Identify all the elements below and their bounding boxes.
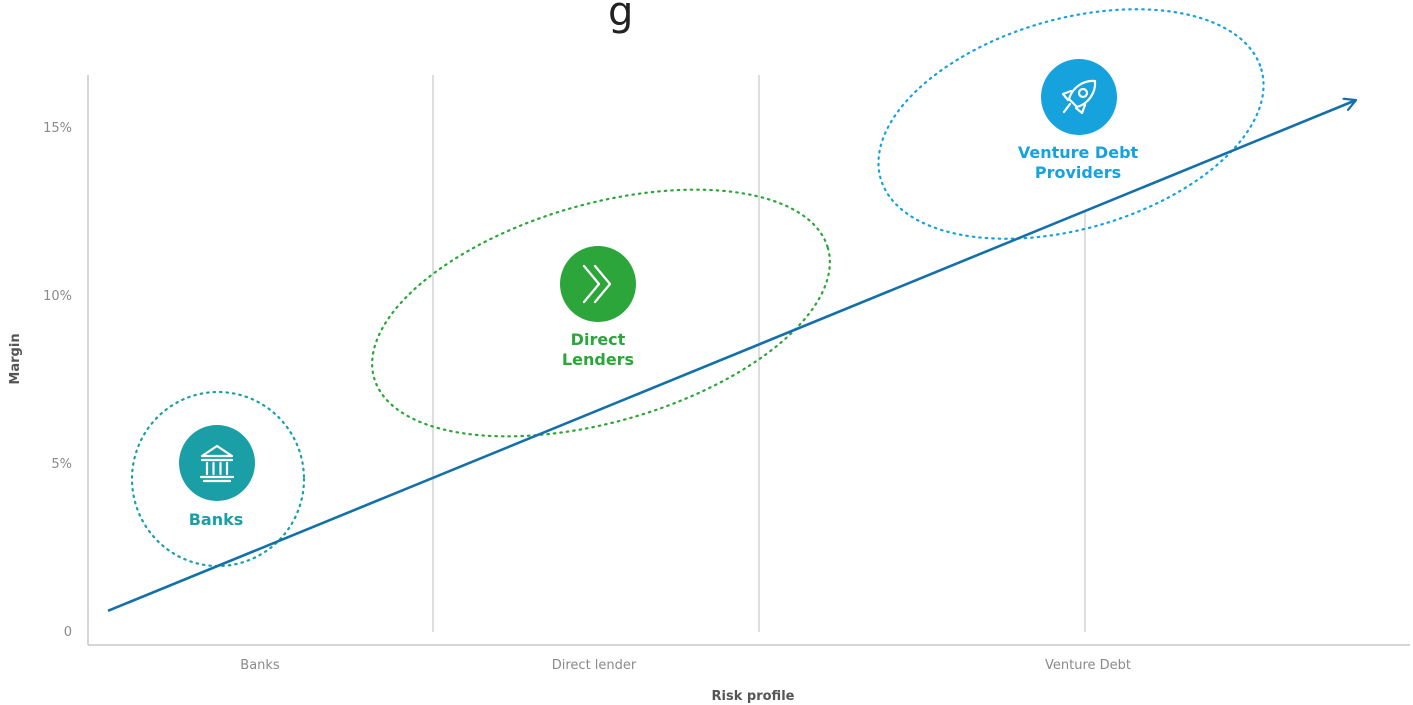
gridlines: [432, 75, 1086, 632]
y-axis-title: Margin: [8, 333, 23, 384]
rocket-icon: [1041, 59, 1117, 135]
x-axis-title: Risk profile: [712, 689, 795, 704]
y-tick-label: 5%: [51, 457, 72, 472]
cluster-label: Lenders: [562, 350, 634, 369]
trend-arrow: [107, 100, 1356, 613]
x-tick-label: Banks: [240, 658, 280, 673]
y-tick-label: 10%: [43, 289, 72, 304]
cluster-ellipse: [877, 8, 1265, 240]
chevron-2: [593, 264, 612, 304]
cluster-ellipses: [130, 8, 1265, 568]
cluster-icons: [179, 59, 1117, 501]
cluster-label: Banks: [189, 510, 244, 529]
icon-badge: [179, 425, 255, 501]
x-tick-label: Direct lender: [552, 658, 637, 673]
y-tick-label: 15%: [43, 121, 72, 136]
chevron-1: [582, 264, 601, 304]
icon-badge: [1041, 59, 1117, 135]
cluster-ellipse: [371, 188, 831, 438]
rocket-fin-2: [1074, 103, 1087, 115]
rocket-fin-1: [1061, 89, 1073, 102]
x-tick-label: Venture Debt: [1045, 658, 1131, 673]
y-tick-label: 0: [64, 625, 72, 640]
rocket-flame: [1062, 102, 1072, 114]
cluster-label: Providers: [1035, 163, 1121, 182]
cluster-label: Direct: [571, 330, 626, 349]
trend-layer: [107, 100, 1356, 613]
rocket-window: [1077, 87, 1089, 99]
rocket-body: [1067, 79, 1097, 109]
bank-icon: [179, 425, 255, 501]
double-chevron-right-icon: [560, 246, 636, 322]
cluster-label: Venture Debt: [1018, 143, 1139, 162]
bank-roof: [200, 444, 234, 458]
chart-title: g: [608, 0, 633, 35]
